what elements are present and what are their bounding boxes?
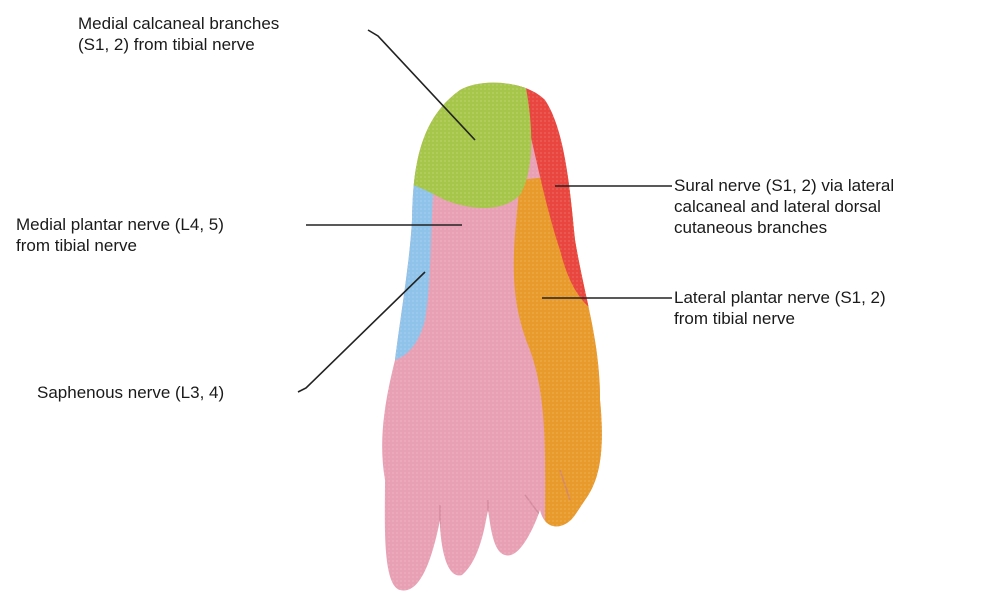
label-lateral-plantar: Lateral plantar nerve (S1, 2) from tibia… (674, 287, 886, 329)
foot-sole (370, 60, 630, 600)
label-sural: Sural nerve (S1, 2) via lateral calcanea… (674, 175, 894, 238)
leader-medial-calcaneal (368, 30, 475, 140)
label-medial-calcaneal: Medial calcaneal branches (S1, 2) from t… (78, 13, 279, 55)
skin-texture (370, 60, 630, 600)
label-saphenous: Saphenous nerve (L3, 4) (37, 382, 224, 403)
label-medial-plantar: Medial plantar nerve (L4, 5) from tibial… (16, 214, 224, 256)
